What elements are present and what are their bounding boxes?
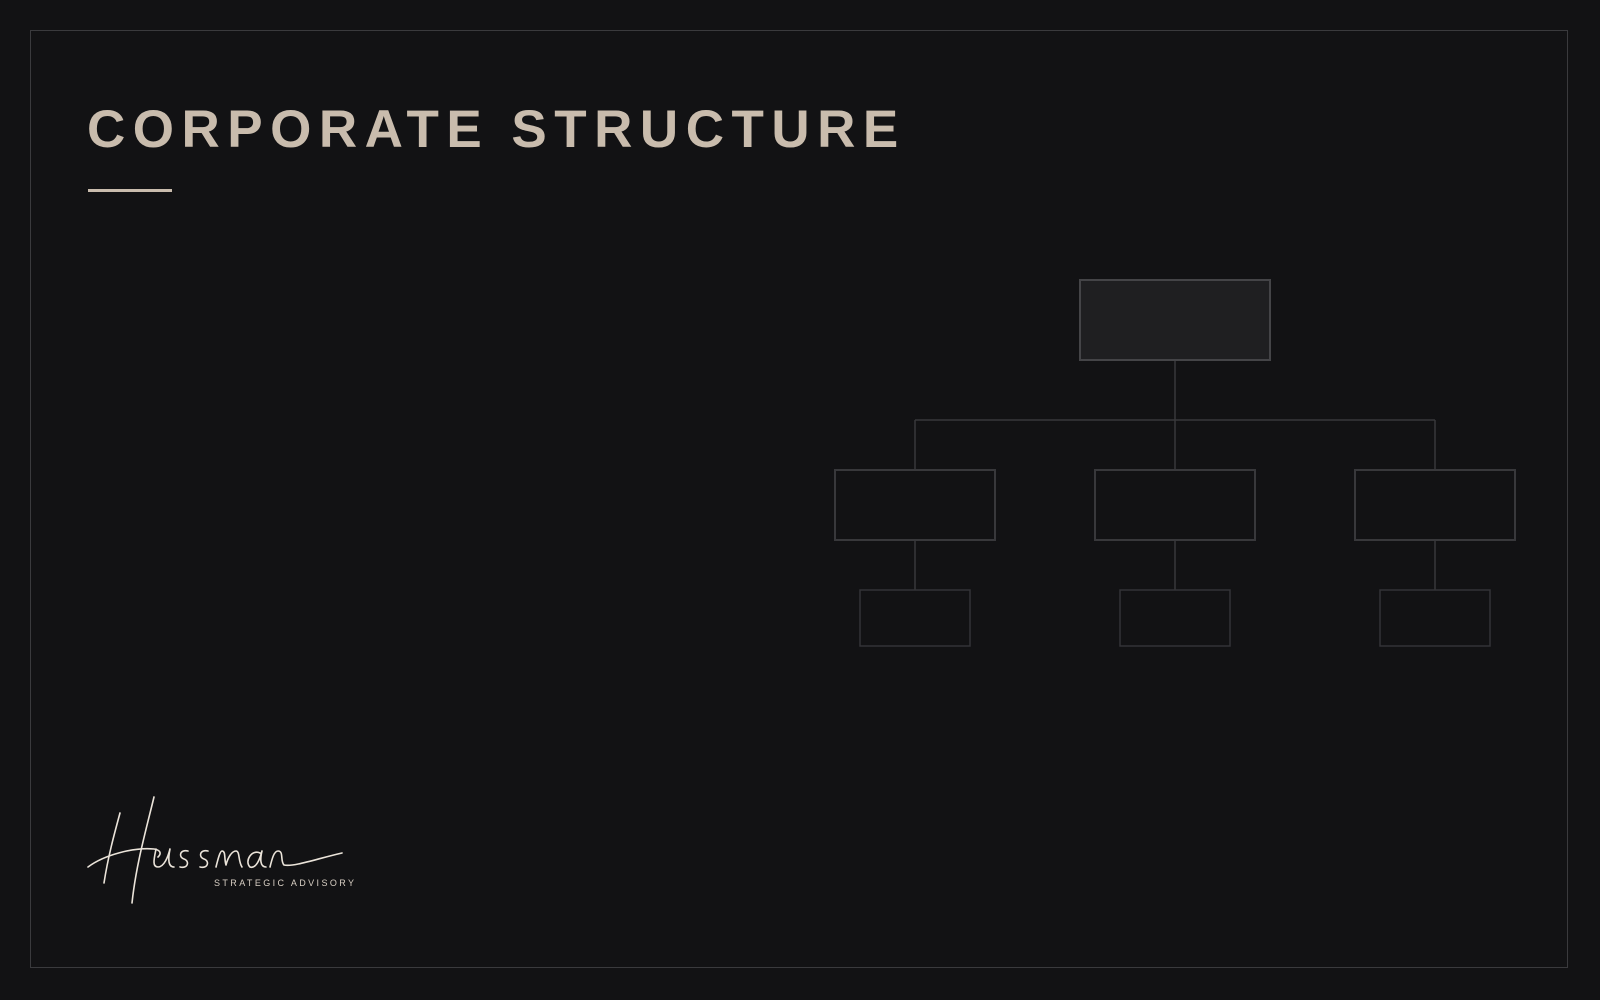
org-level2-box-left — [834, 469, 996, 541]
org-level3-box-left — [859, 589, 971, 647]
slide-frame — [30, 30, 1568, 968]
signature-logo — [87, 796, 343, 904]
org-level3-box-center — [1119, 589, 1231, 647]
org-level2-box-right — [1354, 469, 1516, 541]
page-title: CORPORATE STRUCTURE — [87, 100, 906, 159]
logo-tagline: STRATEGIC ADVISORY — [214, 878, 357, 888]
org-level2-box-center — [1094, 469, 1256, 541]
org-root-box — [1079, 279, 1271, 361]
org-level3-box-right — [1379, 589, 1491, 647]
title-underline — [88, 189, 172, 192]
